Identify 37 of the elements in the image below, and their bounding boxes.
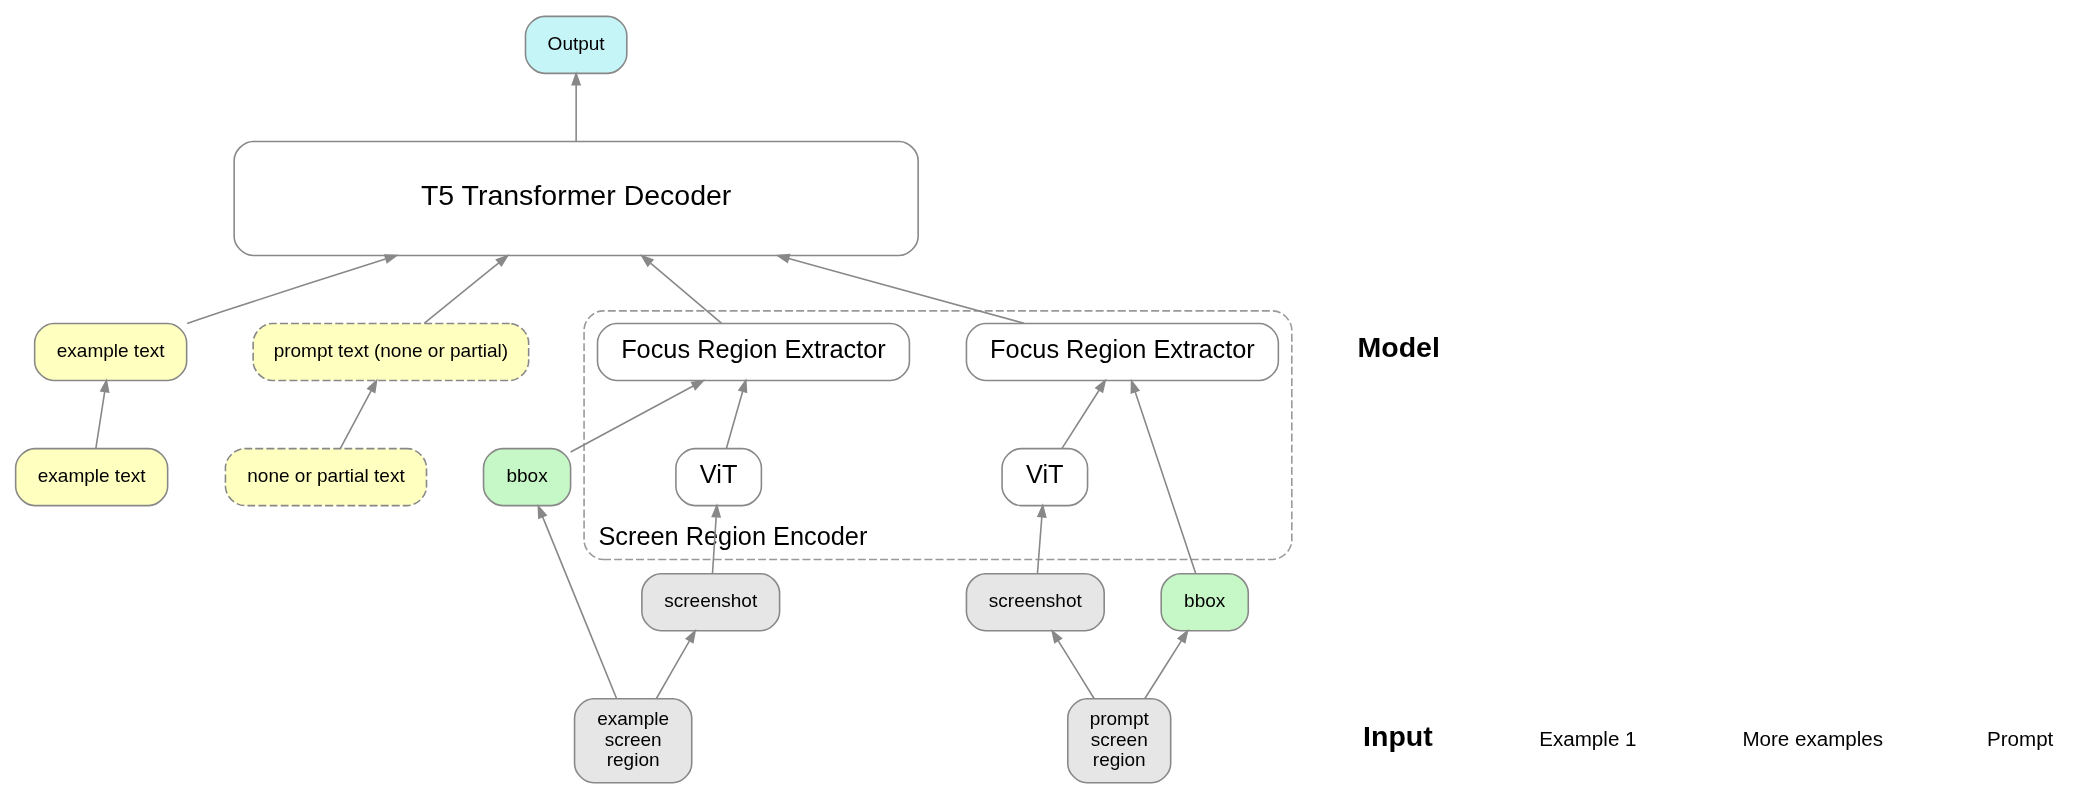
arrow <box>423 254 510 324</box>
node-box: screenshot <box>641 572 781 632</box>
arrow <box>725 378 748 450</box>
arrow <box>537 504 618 700</box>
arrow <box>1130 378 1197 574</box>
arrow <box>711 503 722 575</box>
node-box: ViT <box>675 447 763 507</box>
node-box: prompt text (none or partial) <box>252 322 530 382</box>
node-box: screenshot <box>965 572 1105 632</box>
arrow <box>571 71 582 143</box>
label: Model <box>1357 331 1440 364</box>
node-box: example text <box>14 447 169 507</box>
node-box: example screen region <box>573 697 693 784</box>
arrow <box>1036 503 1047 575</box>
node-box: bbox <box>1160 572 1250 632</box>
node-box: Output <box>524 15 628 75</box>
arrow <box>95 378 110 450</box>
node-box: T5 Transformer Decoder <box>233 140 919 257</box>
arrow <box>655 628 697 700</box>
arrow <box>569 379 706 453</box>
node-box: prompt screen region <box>1067 697 1172 784</box>
node-box: Focus Region Extractor <box>965 322 1280 382</box>
arrow <box>1050 629 1095 700</box>
node-box: none or partial text <box>224 447 428 507</box>
label: Example 1 <box>1539 727 1637 751</box>
arrow <box>1061 378 1107 450</box>
node-box: bbox <box>482 447 572 507</box>
label: Input <box>1363 720 1433 753</box>
label: Prompt <box>1986 727 2054 751</box>
arrow <box>775 253 1025 325</box>
node-box: Focus Region Extractor <box>596 322 911 382</box>
node-box: example text <box>33 322 188 382</box>
arrow <box>1144 629 1189 700</box>
arrow <box>339 378 378 450</box>
arrow <box>186 254 399 325</box>
label: More examples <box>1742 727 1884 751</box>
node-box: ViT <box>1001 447 1089 507</box>
